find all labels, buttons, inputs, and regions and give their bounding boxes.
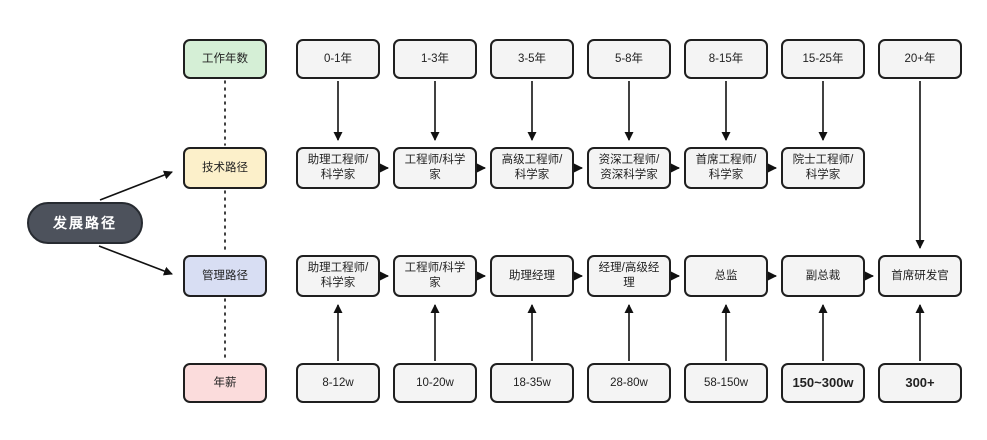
year-node: 20+年: [878, 39, 962, 79]
year-node: 3-5年: [490, 39, 574, 79]
year-node: 1-3年: [393, 39, 477, 79]
mgmt-role-node: 首席研发官: [878, 255, 962, 297]
salary-node: 28-80w: [587, 363, 671, 403]
tech-role-node: 工程师/科学家: [393, 147, 477, 189]
row-label-salary: 年薪: [183, 363, 267, 403]
arrow-root-to-tech: [99, 170, 173, 201]
mgmt-role-node: 总监: [684, 255, 768, 297]
row-label-management: 管理路径: [183, 255, 267, 297]
year-node: 8-15年: [684, 39, 768, 79]
salary-node: 300+: [878, 363, 962, 403]
mgmt-role-node: 工程师/科学家: [393, 255, 477, 297]
salary-node: 8-12w: [296, 363, 380, 403]
arrow-root-to-mgmt: [98, 245, 173, 276]
mgmt-role-node: 助理经理: [490, 255, 574, 297]
tech-role-node: 首席工程师/科学家: [684, 147, 768, 189]
salary-node: 10-20w: [393, 363, 477, 403]
salary-node: 150~300w: [781, 363, 865, 403]
year-node: 0-1年: [296, 39, 380, 79]
year-node: 15-25年: [781, 39, 865, 79]
mgmt-role-node: 助理工程师/科学家: [296, 255, 380, 297]
mgmt-role-node: 副总裁: [781, 255, 865, 297]
tech-role-node: 高级工程师/科学家: [490, 147, 574, 189]
row-label-tech: 技术路径: [183, 147, 267, 189]
mgmt-role-node: 经理/高级经理: [587, 255, 671, 297]
root-node-development-path: 发展路径: [27, 202, 143, 244]
row-label-years: 工作年数: [183, 39, 267, 79]
tech-role-node: 院士工程师/科学家: [781, 147, 865, 189]
salary-node: 58-150w: [684, 363, 768, 403]
year-node: 5-8年: [587, 39, 671, 79]
tech-role-node: 助理工程师/科学家: [296, 147, 380, 189]
tech-role-node: 资深工程师/资深科学家: [587, 147, 671, 189]
salary-node: 18-35w: [490, 363, 574, 403]
